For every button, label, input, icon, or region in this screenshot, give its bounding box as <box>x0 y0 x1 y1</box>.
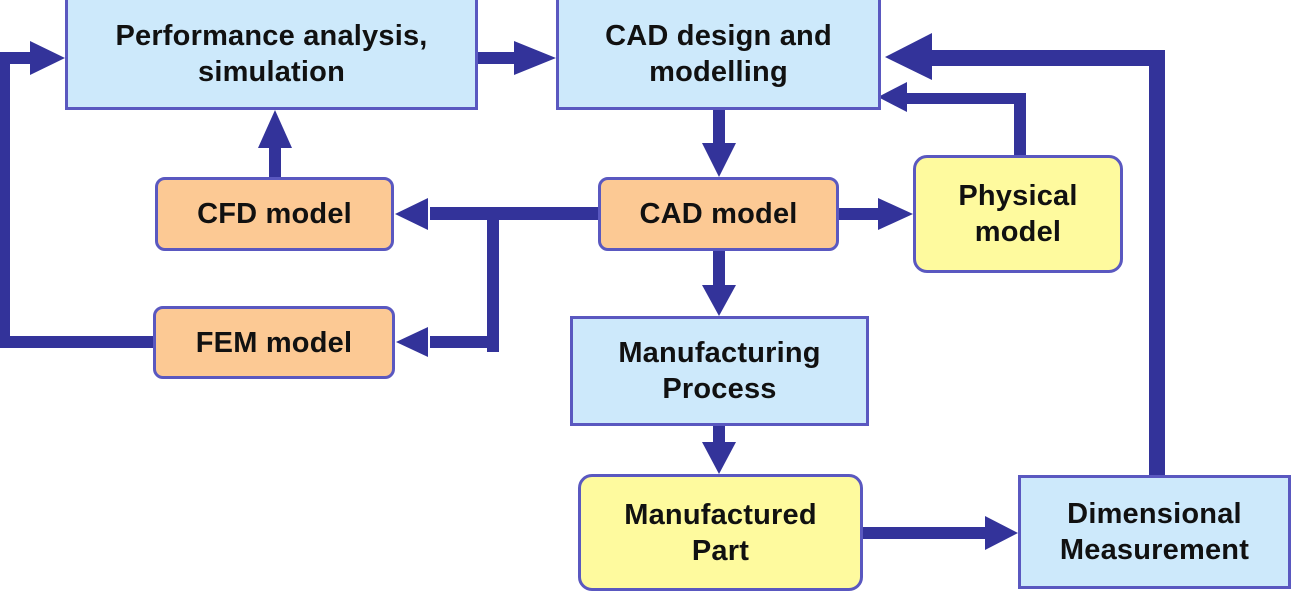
arrowhead-down-icon <box>702 143 736 177</box>
node-label: Manufactured Part <box>624 498 817 567</box>
arrowhead-right-icon <box>878 198 913 230</box>
node-label: CFD model <box>197 198 352 230</box>
connector-cad-model-to-mfg-process <box>713 251 725 287</box>
connector-physical-vertical <box>1014 93 1026 155</box>
arrowhead-left-icon <box>878 82 907 112</box>
connector-fem-to-performance-left <box>0 52 10 348</box>
connector-dim-measure-vertical <box>1149 50 1165 475</box>
connector-cad-design-to-cad-model <box>713 110 725 150</box>
connector-performance-to-cad-design <box>478 52 522 64</box>
connector-cad-model-to-cfd <box>430 207 598 220</box>
connector-mfg-part-to-dim-measure <box>863 527 993 539</box>
node-physical-model: Physical model <box>913 155 1123 273</box>
node-cfd-model: CFD model <box>155 177 394 251</box>
node-label: Dimensional Measurement <box>1059 498 1250 566</box>
arrowhead-left-icon <box>396 327 428 357</box>
node-performance-analysis: Performance analysis, simulation <box>65 0 478 110</box>
node-cad-model: CAD model <box>598 177 839 251</box>
arrowhead-down-icon <box>702 442 736 474</box>
arrowhead-up-icon <box>258 110 292 148</box>
node-label: Performance analysis, simulation <box>115 19 428 88</box>
arrowhead-right-icon <box>30 41 65 75</box>
connector-cfd-to-performance <box>269 142 281 178</box>
node-label: CAD design and modelling <box>605 19 832 88</box>
node-label: Manufacturing Process <box>618 337 821 405</box>
connector-fem-to-performance-bottom <box>0 336 153 348</box>
node-label: FEM model <box>195 326 353 359</box>
node-dimensional-measurement: Dimensional Measurement <box>1018 475 1291 589</box>
node-manufacturing-process: Manufacturing Process <box>570 316 869 426</box>
connector-branch-vertical <box>487 207 499 352</box>
connector-dim-measure-horizontal <box>930 50 1165 66</box>
node-label: CAD model <box>639 198 798 230</box>
node-fem-model: FEM model <box>153 306 395 379</box>
node-label: Physical model <box>958 180 1078 248</box>
node-cad-design: CAD design and modelling <box>556 0 881 110</box>
arrowhead-left-icon <box>885 33 932 80</box>
connector-fem-to-performance-top <box>0 52 30 64</box>
connector-cad-model-to-physical <box>839 208 883 220</box>
arrowhead-down-icon <box>702 285 736 316</box>
connector-branch-to-fem <box>430 336 499 348</box>
connector-physical-horizontal <box>905 93 1026 104</box>
arrowhead-right-icon <box>514 41 556 75</box>
arrowhead-right-icon <box>985 516 1018 550</box>
node-manufactured-part: Manufactured Part <box>578 474 863 591</box>
arrowhead-left-icon <box>395 198 428 230</box>
